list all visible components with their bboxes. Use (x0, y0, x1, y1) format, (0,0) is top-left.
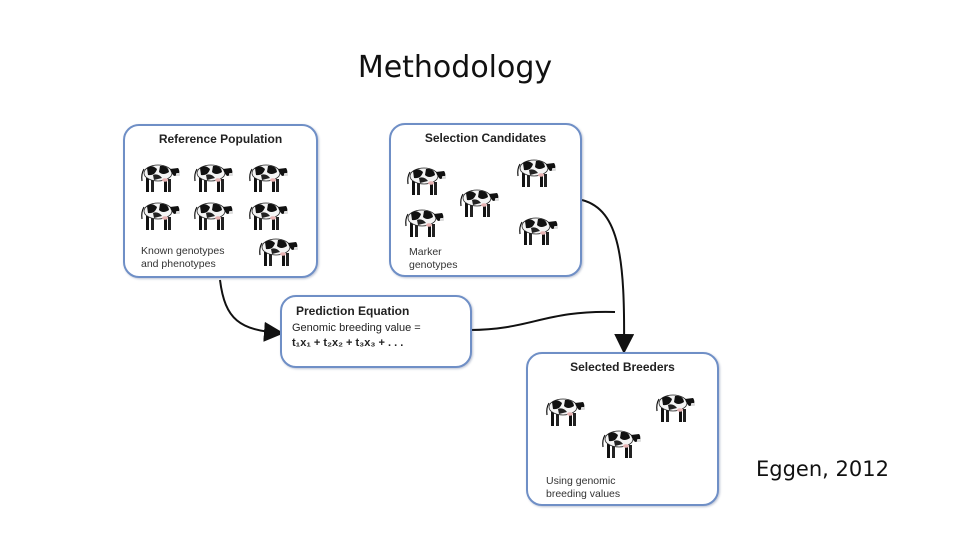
cow-icon (540, 394, 586, 428)
prediction-equation-title: Prediction Equation (296, 304, 410, 318)
selected-breeders-title: Selected Breeders (570, 360, 675, 374)
selected-breeders-caption: Using genomic breeding values (546, 475, 620, 501)
cow-icon (513, 213, 559, 247)
cow-icon (243, 160, 289, 194)
cow-icon (135, 198, 181, 232)
cow-icon (188, 160, 234, 194)
cow-icon (401, 163, 447, 197)
prediction-equation-formula: t₁x₁ + t₂x₂ + t₃x₃ + . . . (292, 337, 404, 349)
reference-population-title: Reference Population (158, 132, 283, 146)
prediction-equation-box: Prediction Equation Genomic breeding val… (280, 295, 472, 368)
arrow-selection-to-breeders (581, 199, 635, 354)
caption-line: and phenotypes (141, 258, 216, 270)
cow-icon (596, 426, 642, 460)
arrow-selection-to-prediction (469, 310, 616, 331)
cow-icon (135, 160, 181, 194)
reference-population-box: Reference Population Known genotypes and… (123, 124, 318, 278)
selection-candidates-box: Selection Candidates Marker genotypes (389, 123, 582, 277)
caption-line: Known genotypes (141, 245, 225, 257)
caption-line: Using genomic (546, 475, 616, 487)
selection-candidates-caption: Marker genotypes (409, 246, 457, 272)
cow-icon (243, 198, 289, 232)
caption-line: Marker (409, 246, 442, 258)
cow-icon (399, 205, 445, 239)
cow-icon (511, 155, 557, 189)
arrow-reference-to-prediction (219, 279, 284, 342)
reference-population-caption: Known genotypes and phenotypes (141, 245, 224, 271)
selection-candidates-title: Selection Candidates (424, 131, 547, 145)
caption-line: breeding values (546, 488, 621, 500)
citation: Eggen, 2012 (756, 457, 889, 481)
prediction-equation-text: Genomic breeding value = (292, 322, 421, 334)
cow-icon (650, 390, 696, 424)
slide-title: Methodology (357, 50, 553, 85)
cow-icon (454, 185, 500, 219)
cow-icon (253, 234, 299, 268)
cow-icon (188, 198, 234, 232)
caption-line: genotypes (409, 259, 458, 271)
selected-breeders-box: Selected Breeders Using genomic breeding… (526, 352, 719, 506)
